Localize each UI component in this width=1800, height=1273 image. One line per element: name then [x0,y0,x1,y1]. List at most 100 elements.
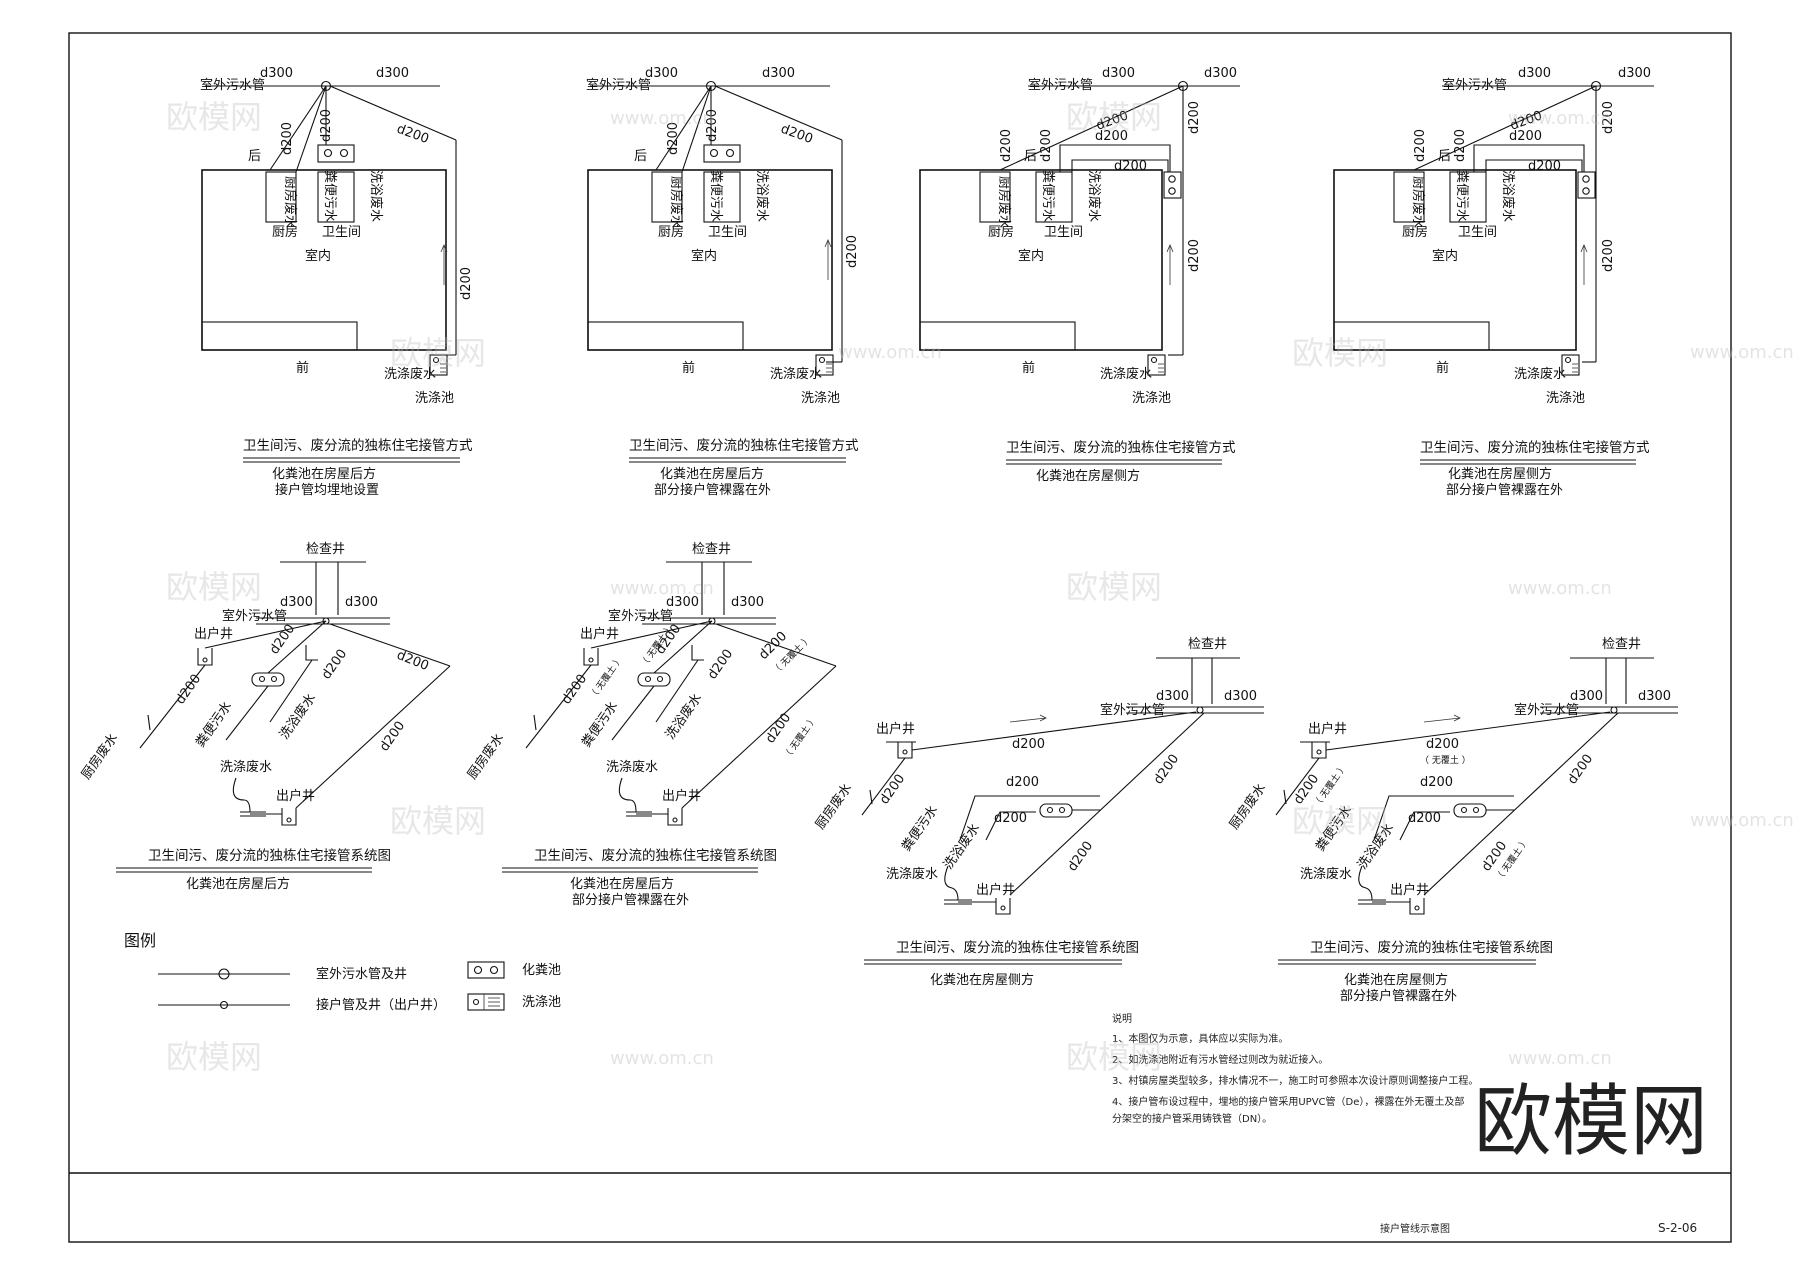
pipe-size-label: d200 [1187,239,1202,272]
wash-waste-label: 洗涤废水 [1300,866,1352,882]
outlet-well-label: 出户井 [1308,721,1347,737]
plan-diagram-2: 室外污水管 d300 d300 后 前 厨房废水 厨房 粪便污水 洗浴废水 卫生… [586,66,860,498]
pipe-size-label: d300 [731,595,764,610]
bathroom-label: 卫生间 [1458,225,1497,240]
toilet-sewage-label: 粪便污水 [1040,170,1055,222]
pipe-size-label: d200 [377,719,408,755]
kitchen-label: 厨房 [988,224,1014,240]
wash-waste-label: 洗涤废水 [1514,366,1566,382]
pipe-size-label: d300 [645,66,678,81]
pipe-size-label: d200 [559,672,590,708]
bathroom-label: 卫生间 [708,225,747,240]
pipe-size-label: d200 [1114,159,1147,174]
outlet-well-label: 出户井 [580,626,619,642]
plan-title: 卫生间污、废分流的独栋住宅接管方式 [1420,439,1650,456]
wash-waste-label: 洗涤废水 [384,366,436,382]
pipe-size-label: d200 [267,622,298,658]
plan-diagram-4: 室外污水管 d300 d300 后 前 厨房废水 厨房 粪便污水 洗浴废水 卫生… [1333,66,1654,498]
pipe-size-label: d300 [376,66,409,81]
pipe-size-label: d200 [994,811,1027,826]
notes-title: 说明 [1112,1012,1132,1025]
toilet-sewage-label: 粪便污水 [899,803,941,854]
bath-waste-label: 洗浴废水 [940,821,983,873]
outdoor-pipe-label: 室外污水管 [1442,77,1507,93]
legend-item: 化粪池 [522,963,561,978]
watermark-url: www.om.cn [1690,342,1794,363]
pipe-size-label: d200 [779,122,815,147]
kitchen-label: 厨房 [272,224,298,240]
plan-subtitle: 部分接户管裸露在外 [1446,482,1563,498]
outdoor-pipe-label: 室外污水管 [222,608,287,624]
pipe-size-label: d300 [666,595,699,610]
pipe-size-label: d200 [1601,101,1616,134]
plan-subtitle: 化粪池在房屋后方 [272,466,376,482]
outdoor-pipe-label: 室外污水管 [1100,702,1165,718]
pipe-size-label: d200 [999,129,1014,162]
plan-diagram-1: 室外污水管 d300 d300 后 前 厨房废水 厨房 粪便污水 洗浴废水 卫生… [200,66,474,498]
pipe-size-label: d200 [705,109,720,142]
inspection-well-label: 检查井 [1602,637,1641,652]
sheet-frame [68,32,1732,1243]
kitchen-waste-label: 厨房废水 [1410,176,1426,228]
pipe-size-label: d300 [280,595,313,610]
front-label: 前 [682,360,695,376]
system-subtitle: 部分接户管裸露在外 [1340,988,1457,1004]
wash-waste-label: 洗涤废水 [886,866,938,882]
plan-subtitle: 化粪池在房屋侧方 [1036,468,1140,484]
pipe-size-label: d300 [1156,689,1189,704]
toilet-sewage-label: 粪便污水 [1454,170,1469,222]
brand-logo-text: 欧模网 [1474,1077,1708,1167]
watermark-brand: 欧模网 [166,568,262,606]
pipe-size-label: d200 [280,122,295,155]
wash-basin-label: 洗涤池 [1132,391,1171,406]
kitchen-label: 厨房 [658,224,684,240]
watermark-brand: 欧模网 [390,802,486,840]
wash-basin-symbol [467,993,505,1011]
system-subtitle: 化粪池在房屋后方 [570,876,674,892]
pipe-size-label: d200 [173,672,204,708]
front-label: 前 [296,360,309,376]
indoor-label: 室内 [1432,248,1458,264]
plan-subtitle: 化粪池在房屋侧方 [1448,466,1552,482]
outdoor-pipe-label: 室外污水管 [200,77,265,93]
legend-item: 洗涤池 [522,995,561,1010]
note-line: 3、村镇房屋类型较多，排水情况不一，施工时可参照本次设计原则调整接户工程。 [1112,1074,1478,1087]
back-label: 后 [634,149,647,164]
watermark-brand: 欧模网 [1066,568,1162,606]
pipe-size-label: d200 [1006,775,1039,790]
bath-waste-label: 洗浴废水 [276,691,319,743]
wash-basin-label: 洗涤池 [415,391,454,406]
note-line: 4、接户管布设过程中，埋地的接户管采用UPVC管（De），裸露在外无覆土及部 [1112,1095,1464,1108]
watermark-url: www.om.cn [1508,578,1612,599]
plan-title: 卫生间污、废分流的独栋住宅接管方式 [243,437,473,454]
watermark-url: www.om.cn [610,578,714,599]
outdoor-pipe-label: 室外污水管 [1514,702,1579,718]
pipe-size-label: d300 [345,595,378,610]
kitchen-waste-label: 厨房废水 [78,731,121,783]
pipe-size-label: d300 [1204,66,1237,81]
pipe-size-label: d300 [260,66,293,81]
outlet-well-label: 出户井 [976,882,1015,898]
watermark-brand: 欧模网 [1066,98,1162,136]
legend: 图例 室外污水管及井 接户管及井（出户井） 化粪池 洗涤池 [124,931,561,1013]
note-line: 1、本图仅为示意，具体应以实际为准。 [1112,1032,1288,1045]
pipe-size-label: d200 [1151,752,1182,788]
no-cover-note: （ 无覆土 ） [1420,754,1471,766]
septic-tank-symbol [467,961,505,979]
pipe-size-label: d300 [1618,66,1651,81]
wash-waste-label: 洗涤废水 [606,759,658,775]
inspection-well-label: 检查井 [692,542,731,557]
watermark-brand: 欧模网 [1292,334,1388,372]
outlet-well-label: 出户井 [1390,882,1429,898]
pipe-size-label: d300 [762,66,795,81]
pipe-size-label: d200 [1426,737,1459,752]
kitchen-waste-label: 厨房废水 [996,176,1012,228]
indoor-label: 室内 [1018,248,1044,264]
wash-waste-label: 洗涤废水 [220,759,272,775]
inspection-well-label: 检查井 [306,542,345,557]
pipe-size-label: d200 [1565,752,1596,788]
design-notes: 说明 1、本图仅为示意，具体应以实际为准。 2、如洗涤池附近有污水管经过则改为就… [1112,1012,1478,1125]
pipe-size-label: d200 [666,122,681,155]
watermark-url: www.om.cn [610,108,714,129]
